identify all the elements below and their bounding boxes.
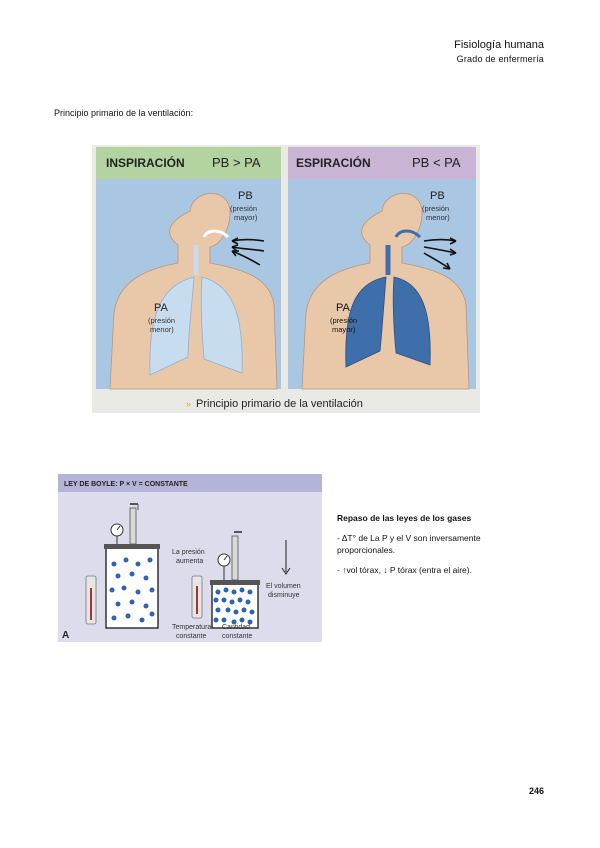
inspiration-formula: PB > PA xyxy=(212,155,261,170)
caption-marker-icon: » xyxy=(186,399,191,409)
panel-letter: A xyxy=(62,630,69,641)
ventilation-illustration: INSPIRACIÓN PB > PA ESPIRACIÓN PB < PA xyxy=(96,147,476,410)
pa-label-left: PA xyxy=(154,302,169,314)
expiration-arrows xyxy=(423,237,457,270)
molecules-small xyxy=(213,587,255,625)
pa-desc-right-1: (presión xyxy=(330,316,357,325)
pa-label-right: PA xyxy=(336,302,351,314)
expiration-title: ESPIRACIÓN xyxy=(296,155,371,170)
left-lung-dark xyxy=(345,276,387,368)
pb-desc-left-2: mayor) xyxy=(234,213,258,222)
boyle-illustration: LEY DE BOYLE: P × V = CONSTANTE xyxy=(58,474,322,641)
right-lung-light xyxy=(200,276,243,374)
temperature-constant-1: Temperatura xyxy=(172,624,211,631)
pb-desc-left-1: (presión xyxy=(230,204,257,213)
pb-desc-right-1: (presión xyxy=(422,204,449,213)
pressure-gauge-icon xyxy=(110,523,124,544)
right-lung-dark xyxy=(392,276,431,366)
molecules-large xyxy=(109,557,155,623)
notes-line-1: - ΔT° de La P y el V son inversamente pr… xyxy=(337,533,481,555)
notes-heading: Repaso de las leyes de los gases xyxy=(337,513,472,523)
course-subtitle: Grado de enfermería xyxy=(456,54,544,64)
course-title: Fisiología humana xyxy=(454,39,544,51)
temperature-constant-2: constante xyxy=(176,633,206,640)
quantity-constant-2: constante xyxy=(222,633,252,640)
thermometer-small-icon xyxy=(191,575,203,619)
inspiration-title: INSPIRACIÓN xyxy=(106,155,185,170)
left-lung-light xyxy=(149,276,195,376)
expiration-formula: PB < PA xyxy=(412,155,461,170)
pressure-gauge-small-icon xyxy=(217,553,231,580)
volume-decreases-1: El volumen xyxy=(266,583,301,590)
pb-label-right: PB xyxy=(430,190,445,202)
figure-caption: Principio primario de la ventilación xyxy=(196,398,363,410)
inspiration-header-bg xyxy=(96,147,281,179)
pressure-increases-1: La presión xyxy=(172,549,205,556)
document-header: Fisiología humana Grado de enfermería xyxy=(454,38,544,66)
boyle-figure: LEY DE BOYLE: P × V = CONSTANTE xyxy=(58,474,322,642)
container-large xyxy=(104,503,160,629)
page-number: 246 xyxy=(528,786,544,796)
expiration-body xyxy=(301,193,470,390)
expiration-header-bg xyxy=(288,147,476,179)
pa-desc-right-2: mayor) xyxy=(332,325,356,334)
boyle-title: LEY DE BOYLE: P × V = CONSTANTE xyxy=(64,481,188,488)
pressure-increases-2: aumenta xyxy=(176,558,203,565)
boyle-header-bg xyxy=(58,474,322,492)
pb-desc-right-2: menor) xyxy=(426,213,450,222)
gas-laws-notes: Repaso de las leyes de los gases - ΔT° d… xyxy=(337,512,517,584)
section-title: Principio primario de la ventilación: xyxy=(54,108,194,118)
inspiration-arrows xyxy=(231,237,265,266)
notes-line-2: - ↑vol tórax, ↓ P tórax (entra el aire). xyxy=(337,565,472,575)
inspiration-body xyxy=(109,193,278,390)
quantity-constant-1: Cantidad xyxy=(222,624,250,631)
pb-label-left: PB xyxy=(238,190,253,202)
ventilation-figure: INSPIRACIÓN PB > PA ESPIRACIÓN PB < PA xyxy=(92,145,480,413)
pa-desc-left-2: menor) xyxy=(150,325,174,334)
down-arrow-icon xyxy=(281,540,291,575)
pa-desc-left-1: (presión xyxy=(148,316,175,325)
thermometer-icon xyxy=(85,575,97,625)
volume-decreases-2: disminuye xyxy=(268,592,300,599)
